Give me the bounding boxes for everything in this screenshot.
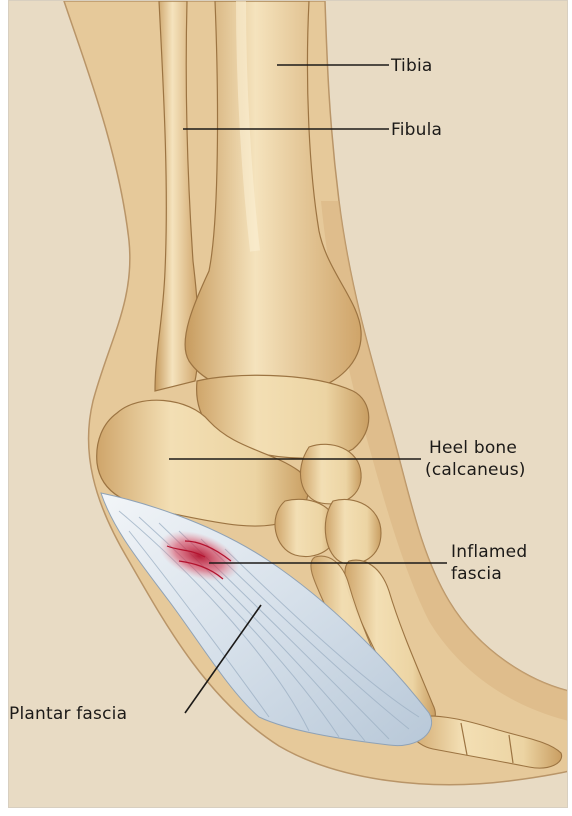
fascia-label: fascia — [451, 565, 502, 584]
fibula-label: Fibula — [391, 121, 442, 140]
inflamed-label: Inflamed — [451, 543, 527, 562]
foot-anatomy-drawing — [9, 1, 568, 808]
tibia-label: Tibia — [391, 57, 433, 76]
anatomy-illustration: Tibia Fibula Heel bone (calcaneus) Infla… — [8, 0, 568, 808]
calcaneus-label: (calcaneus) — [425, 461, 526, 480]
plantar-fascia-label: Plantar fascia — [9, 705, 127, 724]
heel-bone-label: Heel bone — [429, 439, 517, 458]
